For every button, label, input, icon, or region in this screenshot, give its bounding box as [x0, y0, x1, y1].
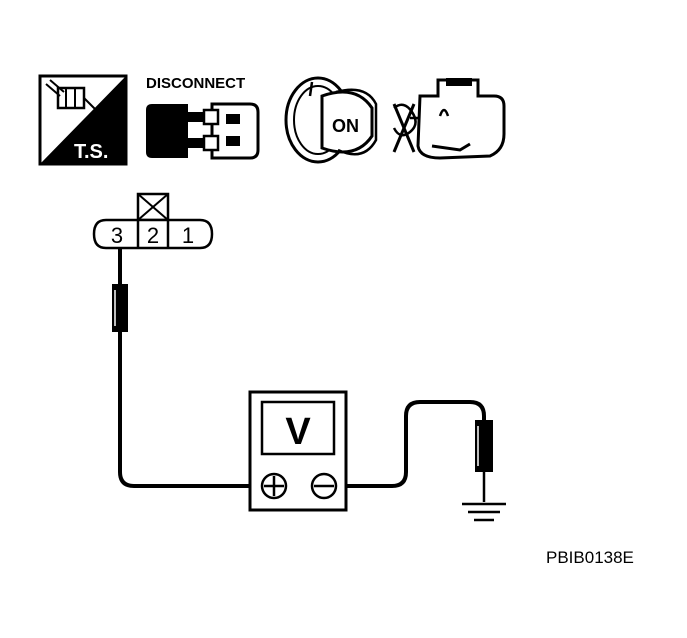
negative-lead-wire	[338, 400, 486, 488]
voltmeter: V	[248, 390, 348, 512]
connector-pin-1: 1	[182, 223, 194, 248]
ignition-label: ON	[332, 116, 359, 136]
connector-pin-2: 2	[147, 223, 159, 248]
positive-terminal	[260, 472, 288, 500]
connector: 3 2 1	[92, 192, 214, 250]
tester-label: T.S.	[74, 141, 108, 163]
engine-stop-icon	[392, 78, 506, 160]
ignition-key-icon: ON	[284, 76, 378, 164]
negative-probe	[475, 420, 493, 502]
disconnect-icon: DISCONNECT	[146, 75, 260, 160]
negative-terminal	[310, 472, 338, 500]
ground-icon	[462, 502, 506, 522]
disconnect-label: DISCONNECT	[146, 75, 245, 92]
positive-lead-wire	[118, 248, 262, 488]
voltmeter-display	[260, 400, 336, 456]
reference-code: PBIB0138E	[546, 548, 634, 567]
positive-probe	[112, 284, 128, 332]
voltmeter-symbol: V	[285, 411, 311, 453]
wiring	[118, 248, 486, 488]
connector-pin-3: 3	[111, 223, 123, 248]
tester-icon: T.S.	[38, 74, 128, 166]
